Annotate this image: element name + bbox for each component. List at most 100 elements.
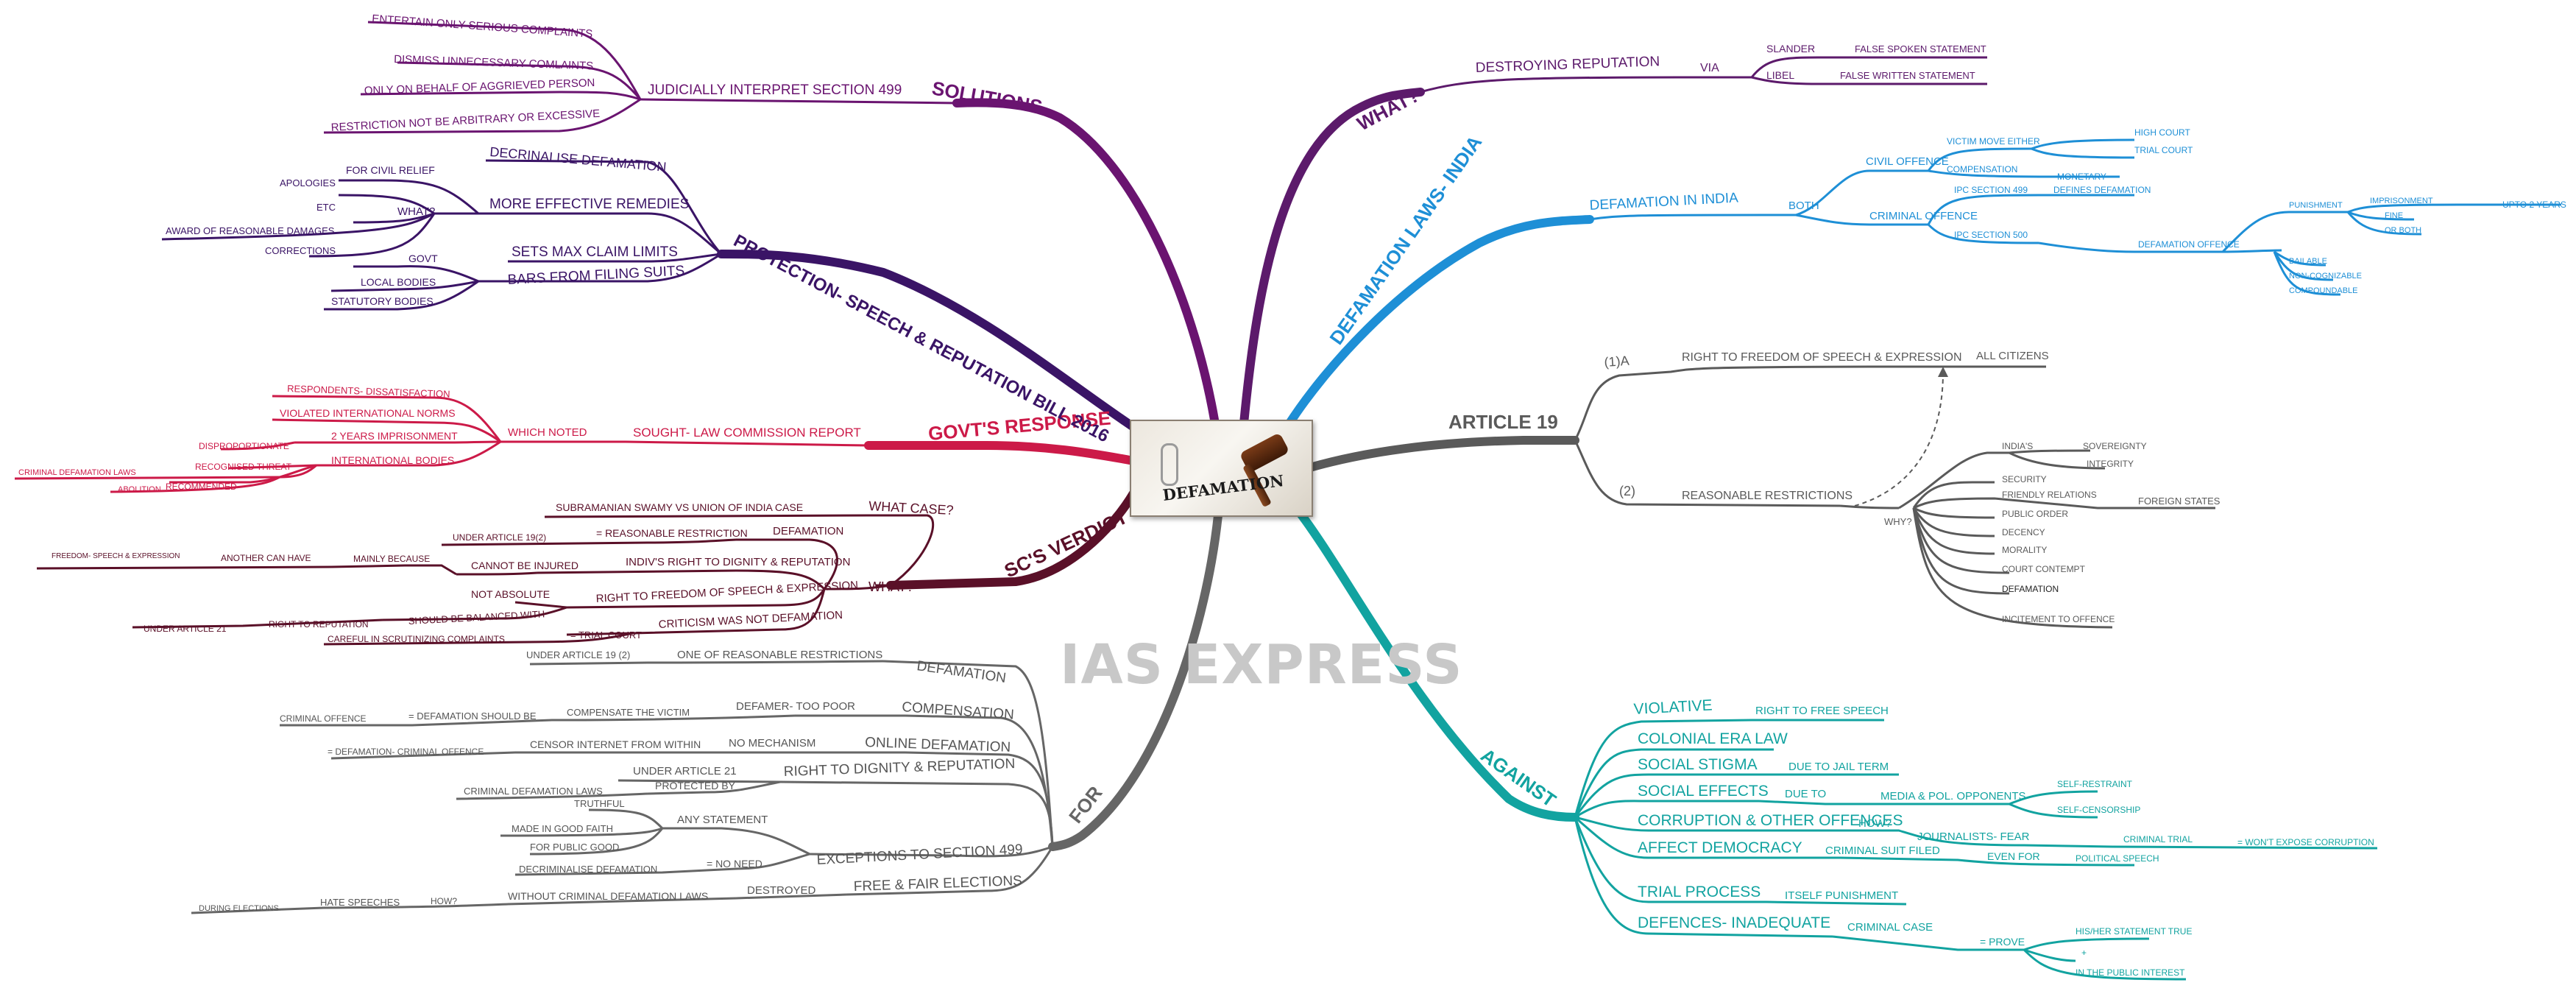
verdict-reputation: RIGHT TO REPUTATION bbox=[269, 619, 369, 630]
india-compoundable: COMPOUNDABLE bbox=[2289, 286, 2358, 295]
against-democracy: AFFECT DEMOCRACY bbox=[1638, 839, 1802, 856]
india-punishment: PUNISHMENT bbox=[2289, 201, 2343, 210]
for-under19: UNDER ARTICLE 19 (2) bbox=[526, 649, 630, 660]
article-two: (2) bbox=[1619, 484, 1635, 498]
article-contempt: COURT CONTEMPT bbox=[2002, 564, 2086, 574]
branch-article bbox=[1574, 365, 2215, 629]
trunk-for bbox=[1048, 511, 1222, 851]
trunk-protection bbox=[717, 250, 1138, 431]
response-noted: WHICH NOTED bbox=[508, 426, 587, 439]
verdict-another: ANOTHER CAN HAVE bbox=[221, 553, 311, 563]
against-criminal-case: CRIMINAL CASE bbox=[1847, 921, 1933, 934]
trunk-article bbox=[1306, 436, 1579, 472]
trunk-india bbox=[1284, 215, 1594, 430]
against-media: MEDIA & POL. OPPONENTS bbox=[1880, 790, 2026, 803]
for-no-mechanism: NO MECHANISM bbox=[729, 737, 815, 750]
verdict-reasonable: = REASONABLE RESTRICTION bbox=[596, 527, 748, 539]
india-criminal: CRIMINAL OFFENCE bbox=[1869, 210, 1978, 222]
branch-india bbox=[1589, 138, 2561, 296]
against-journalists: JOURNALISTS- FEAR bbox=[1917, 831, 2030, 843]
against-prove: = PROVE bbox=[1980, 936, 2025, 948]
what-destroying: DESTROYING REPUTATION bbox=[1475, 54, 1660, 76]
india-or-both: OR BOTH bbox=[2385, 226, 2421, 235]
trunk-against bbox=[1295, 507, 1579, 822]
what-libel: LIBEL bbox=[1766, 69, 1794, 81]
india-defines: DEFINES DEFAMATION bbox=[2053, 185, 2151, 195]
main-label-solutions: SOLUTIONS bbox=[930, 77, 1044, 118]
what-slander: SLANDER bbox=[1766, 43, 1815, 54]
solutions-dismiss: DISMISS UNNECESSARY COMLAINTS bbox=[394, 53, 594, 72]
against-interest: IN THE PUBLIC INTEREST bbox=[2076, 967, 2185, 978]
what-slander-def: FALSE SPOKEN STATEMENT bbox=[1855, 43, 1986, 54]
for-compensation: COMPENSATION bbox=[902, 699, 1015, 723]
against-jail: DUE TO JAIL TERM bbox=[1788, 761, 1889, 773]
branch-solutions bbox=[323, 21, 958, 134]
against-true: HIS/HER STATEMENT TRUE bbox=[2076, 926, 2192, 937]
against-censorship: SELF-CENSORSHIP bbox=[2057, 805, 2140, 815]
main-branches bbox=[717, 88, 1594, 851]
against-violative: VIOLATIVE bbox=[1633, 697, 1713, 718]
protection-apologies: APOLOGIES bbox=[280, 177, 336, 188]
against-colonial: COLONIAL ERA LAW bbox=[1638, 730, 1788, 747]
against-how: HOW? bbox=[1858, 817, 1892, 830]
protection-decrim: DECRINALISE DEFAMATION bbox=[489, 144, 668, 174]
for-defamation: DEFAMATION bbox=[916, 658, 1007, 686]
labels-article: (1)A RIGHT TO FREEDOM OF SPEECH & EXPRES… bbox=[1604, 350, 2221, 624]
branch-response bbox=[14, 395, 869, 493]
response-violated: VIOLATED INTERNATIONAL NORMS bbox=[280, 407, 456, 419]
solutions-behalf: ONLY ON BEHALF OF AGGRIEVED PERSON bbox=[364, 77, 595, 97]
for-censor: CENSOR INTERNET FROM WITHIN bbox=[530, 738, 701, 750]
response-intl-bodies: INTERNATIONAL BODIES bbox=[331, 454, 454, 466]
verdict-defamation: DEFAMATION bbox=[773, 525, 843, 537]
labels-protection: DECRINALISE DEFAMATION MORE EFFECTIVE RE… bbox=[166, 144, 689, 307]
for-def-criminal: = DEFAMATION- CRIMINAL OFFENCE bbox=[328, 747, 484, 757]
india-bailable: BAILABLE bbox=[2289, 257, 2327, 266]
against-even-for: EVEN FOR bbox=[1987, 850, 2040, 862]
for-good-faith: MADE IN GOOD FAITH bbox=[512, 823, 613, 834]
for-exceptions: EXCEPTIONS TO SECTION 499 bbox=[816, 842, 1023, 868]
for-during: DURING ELECTIONS bbox=[199, 904, 279, 913]
trunk-verdict bbox=[886, 489, 1138, 590]
protection-max: SETS MAX CLAIM LIMITS bbox=[512, 244, 678, 260]
article-sovereignty: SOVEREIGNTY bbox=[2083, 441, 2147, 451]
for-decrim: DECRIMINALISE DEFAMATION bbox=[519, 864, 657, 875]
against-stigma: SOCIAL STIGMA bbox=[1638, 756, 1758, 773]
solutions-serious: ENTERTAIN ONLY SERIOUS COMPLAINTS bbox=[372, 13, 593, 40]
article-dashed-arrow bbox=[1854, 371, 1944, 507]
what-via: VIA bbox=[1700, 62, 1719, 74]
verdict-not-absolute: NOT ABSOLUTE bbox=[471, 588, 550, 600]
protection-what: WHAT? bbox=[397, 205, 435, 218]
for-compensate: COMPENSATE THE VICTIM bbox=[567, 707, 690, 718]
against-corruption: CORRUPTION & OTHER OFFENCES bbox=[1638, 812, 1903, 829]
article-foreign: FOREIGN STATES bbox=[2138, 496, 2221, 507]
verdict-cannot: CANNOT BE INJURED bbox=[471, 560, 578, 571]
for-criminal-offence: CRIMINAL OFFENCE bbox=[280, 713, 367, 724]
for-public-good: FOR PUBLIC GOOD bbox=[530, 842, 619, 853]
what-libel-def: FALSE WRITTEN STATEMENT bbox=[1840, 70, 1975, 81]
for-one-of: ONE OF REASONABLE RESTRICTIONS bbox=[677, 649, 882, 661]
india-ipc499: IPC SECTION 499 bbox=[1954, 185, 2028, 195]
for-any-statement: ANY STATEMENT bbox=[677, 814, 768, 826]
for-destroyed: DESTROYED bbox=[747, 884, 816, 897]
article-incitement: INCITEMENT TO OFFENCE bbox=[2002, 614, 2115, 624]
branch-verdict bbox=[36, 514, 935, 646]
article-integrity: INTEGRITY bbox=[2087, 459, 2134, 469]
protection-bars: BARS FROM FILING SUITS bbox=[507, 263, 684, 288]
article-indias: INDIA'S bbox=[2002, 441, 2033, 451]
against-due-to: DUE TO bbox=[1785, 788, 1826, 800]
article-one-a: (1)A bbox=[1604, 353, 1630, 370]
verdict-swamy: SUBRAMANIAN SWAMY VS UNION OF INDIA CASE bbox=[556, 501, 803, 513]
india-both: BOTH bbox=[1788, 200, 1819, 212]
verdict-freedom: FREEDOM- SPEECH & EXPRESSION bbox=[52, 552, 180, 560]
article-arrow-head bbox=[1938, 367, 1948, 377]
against-itself: ITSELF PUNISHMENT bbox=[1785, 889, 1898, 902]
protection-remedies: MORE EFFECTIVE REMEDIES bbox=[489, 197, 689, 212]
against-trial-process: TRIAL PROCESS bbox=[1638, 884, 1761, 900]
response-crim-laws: CRIMINAL DEFAMATION LAWS bbox=[18, 468, 136, 477]
response-recommended: RECOMMENDED bbox=[166, 482, 237, 492]
india-non-cog: NON-COGNIZABLE bbox=[2289, 272, 2362, 281]
paperclip-icon bbox=[1161, 443, 1178, 486]
labels-india: DEFAMATION IN INDIA BOTH CIVIL OFFENCE V… bbox=[1589, 127, 2566, 295]
against-free-speech: RIGHT TO FREE SPEECH bbox=[1755, 705, 1889, 717]
